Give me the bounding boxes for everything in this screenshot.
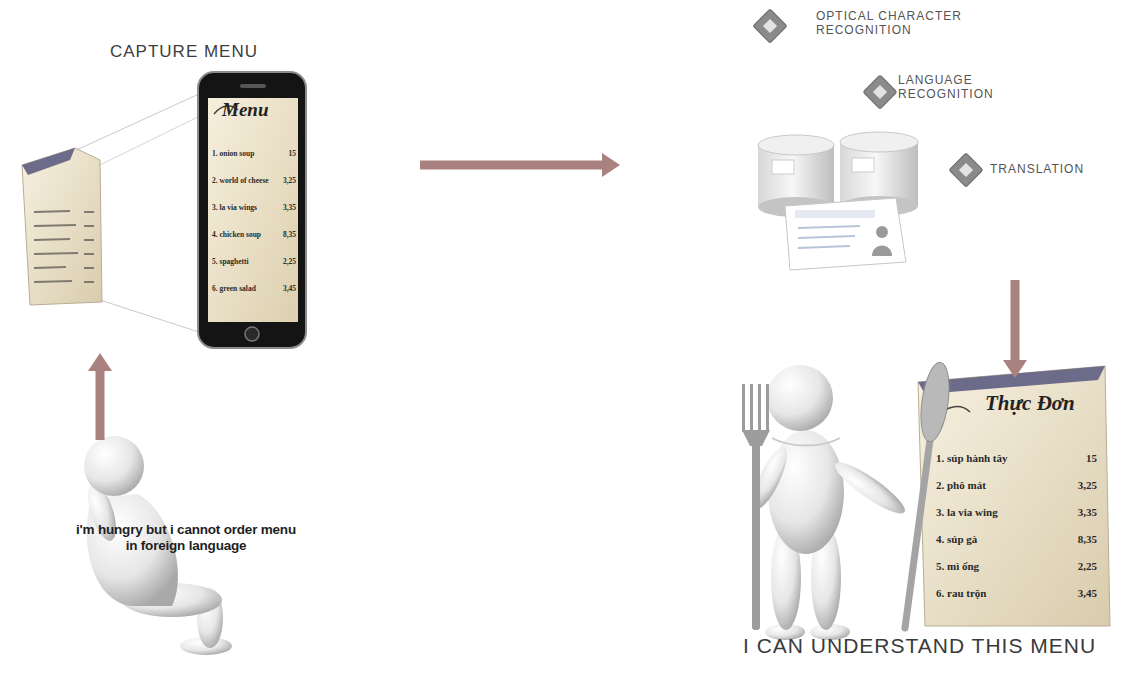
paper-menu-lines (34, 211, 94, 282)
menu-price: 2,25 (256, 258, 296, 266)
menu-line (84, 225, 94, 227)
menu-item: 6. green salad (212, 285, 256, 293)
menu-line (84, 239, 94, 241)
document-line (798, 226, 860, 228)
menu-price: 3,25 (1057, 479, 1097, 491)
capture-ray (100, 300, 205, 334)
fork-tine (766, 384, 769, 432)
menu-line (34, 281, 72, 282)
menu-line (34, 225, 76, 226)
menu-price: 8,35 (1057, 533, 1097, 545)
node-text: TRANSLATION (990, 163, 1084, 177)
menu-item: 5. spaghetti (212, 258, 249, 266)
figure-head (84, 436, 144, 496)
fork-neck (742, 430, 770, 446)
menu-title: Menu (222, 100, 268, 121)
flow-arrow (96, 371, 105, 440)
menu-price: 3,45 (256, 285, 296, 293)
bullet-diamond (949, 153, 983, 187)
spoon-bowl (917, 361, 954, 444)
menu-line (84, 211, 94, 213)
phone-speaker (240, 84, 266, 88)
phone-home-button (245, 327, 259, 341)
menu-line (34, 267, 66, 268)
document-bar (795, 210, 875, 218)
menu-line (34, 253, 78, 254)
cylinder-label (772, 160, 794, 174)
node-text: LANGUAGE RECOGNITION (898, 74, 1010, 102)
menu-line (84, 281, 94, 283)
process-node: OPTICAL CHARACTER RECOGNITION LANGUAGE RE… (620, 2, 1128, 280)
menu-item: 5. mì ống (936, 560, 979, 572)
cylinder-top (840, 132, 918, 152)
menu-item: 3. la via wing (936, 506, 998, 518)
paper-menu (22, 148, 102, 305)
capture-node: CAPTURE MENU (15, 38, 420, 353)
document-sheet (785, 198, 906, 270)
node-text: OPTICAL CHARACTER RECOGNITION (816, 10, 966, 38)
spoon-handle (905, 440, 930, 628)
document-line (798, 246, 850, 248)
menu-price: 3,35 (256, 204, 296, 212)
document-person-head (876, 226, 888, 238)
phone-body (198, 72, 306, 348)
person-node: i'm hungry but i cannot order menu in fo… (70, 440, 302, 645)
flow-arrow (420, 161, 602, 170)
happy-person (747, 365, 911, 640)
node-text: i'm hungry but i cannot order menu in fo… (76, 522, 296, 553)
figure-collar (772, 438, 840, 446)
menu-item: 6. rau trộn (936, 587, 986, 599)
menu-item: 2. phô mát (936, 479, 986, 491)
menu-price: 2,25 (1057, 560, 1097, 572)
cylinder-top (758, 135, 834, 155)
fork (742, 384, 770, 630)
bullet-diamond (863, 75, 897, 109)
menu-price: 3,35 (1057, 506, 1097, 518)
menu-price: 15 (256, 150, 296, 158)
document-person-body (872, 246, 892, 257)
cylinder-label (852, 158, 874, 172)
node-text: I CAN UNDERSTAND THIS MENU (743, 634, 1096, 658)
bullet-center (763, 19, 777, 33)
menu-item: 1. onion soup (212, 150, 254, 158)
menu-line (84, 267, 94, 269)
menu-item: 4. súp gà (936, 533, 977, 545)
document (785, 198, 906, 270)
fork-tine (742, 384, 745, 432)
menu-line (84, 253, 94, 255)
bullet-center (873, 85, 887, 99)
fork-tine (750, 384, 753, 432)
menu-item: 3. la via wings (212, 204, 257, 212)
flow-arrow (1011, 280, 1020, 360)
result-node: I CAN UNDERSTAND THIS MENU (735, 378, 1127, 676)
menu-price: 15 (1057, 452, 1097, 464)
bullet-diamond (753, 9, 787, 43)
menu-line (34, 239, 70, 240)
node-text: CAPTURE MENU (110, 42, 258, 62)
fork-handle (752, 440, 760, 630)
bullet-icon (863, 75, 897, 109)
menu-item: 1. súp hành tây (936, 452, 1008, 464)
capture-ray (100, 110, 212, 165)
menu-price: 8,35 (256, 231, 296, 239)
paper-menu-fold (22, 148, 75, 175)
bullet-center (959, 163, 973, 177)
menu-price: 3,45 (1057, 587, 1097, 599)
bullet-icon (949, 153, 983, 187)
menu-item: 4. chicken soup (212, 231, 261, 239)
fork-tine (758, 384, 761, 432)
figure-arm (830, 456, 910, 521)
bullet-icon (753, 9, 787, 43)
figure-head (767, 365, 833, 431)
phone-screen (208, 98, 298, 322)
menu-price: 3,25 (256, 177, 296, 185)
document-line (798, 236, 855, 238)
menu-title: Thực Đơn (985, 392, 1075, 415)
menu-item: 2. world of cheese (212, 177, 269, 185)
menu-line (34, 211, 70, 212)
